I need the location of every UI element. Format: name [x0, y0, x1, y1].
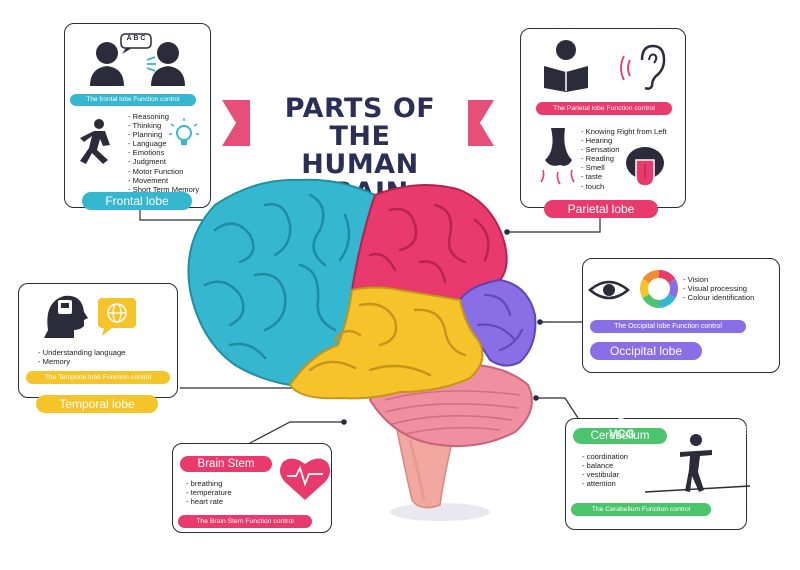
- brain-stem-function-pill: The Brain Stem Function control: [178, 515, 312, 528]
- watermark-code: VCG21306526848: [670, 425, 762, 437]
- list-item: temperature: [186, 488, 232, 497]
- parietal-function-list: Knowing Right from Left Hearing Sensatio…: [581, 127, 667, 191]
- list-item: Planning: [128, 130, 199, 139]
- cerebellum-label: Cerebellum: [573, 428, 667, 444]
- parietal-lobe-label: Parietal lobe: [544, 200, 658, 218]
- brainstem-connector-dot: [341, 419, 347, 425]
- list-item: Understanding language: [38, 348, 126, 357]
- list-item: vestibular: [582, 470, 628, 479]
- brain-shadow: [390, 503, 490, 521]
- list-item: Hearing: [581, 136, 667, 145]
- temporal-function-pill: The Temporal lobe Function control: [26, 371, 170, 384]
- list-item: Short Term Memory: [128, 185, 200, 194]
- parietal-connector: [508, 216, 601, 233]
- occipital-function-list: Vision Visual processing Colour identifi…: [683, 275, 755, 302]
- frontal-lobe-label: Frontal lobe: [82, 192, 192, 210]
- cerebellum-connector: [537, 397, 579, 419]
- title-line-1: PARTS OF THE: [284, 93, 436, 152]
- temporal-lobe-label: Temporal lobe: [36, 395, 158, 413]
- frontal-function-pill: The frontal lobe Function control: [70, 94, 196, 106]
- cerebellum-function-list: coordination balance vestibular attentio…: [582, 452, 628, 488]
- list-item: heart rate: [186, 497, 232, 506]
- list-item: coordination: [582, 452, 628, 461]
- list-item: Motor Function: [128, 167, 199, 176]
- speech-bubble-text: A B C: [126, 35, 146, 42]
- list-item: taste: [581, 172, 667, 181]
- parietal-connector-dot: [504, 229, 510, 235]
- temporal-function-list: Understanding language Memory: [38, 348, 126, 366]
- brainstem-connector: [249, 421, 343, 444]
- cerebellum-connector-dot: [533, 395, 539, 401]
- list-item: Judgment: [128, 157, 199, 166]
- list-item: touch: [581, 182, 667, 191]
- watermark-logo-text: VCG: [609, 427, 636, 441]
- list-item: Reasoning: [128, 112, 199, 121]
- list-item: Language: [128, 139, 199, 148]
- list-item: breathing: [186, 479, 232, 488]
- frontal-function-list: Reasoning Thinking Planning Language Emo…: [128, 112, 200, 194]
- list-item: Knowing Right from Left: [581, 127, 667, 136]
- list-item: balance: [582, 461, 628, 470]
- list-item: Thinking: [128, 121, 199, 130]
- occipital-lobe-shape: [458, 278, 537, 367]
- occipital-lobe-label: Occipital lobe: [590, 342, 702, 360]
- cerebellum-function-pill: The Cerabellum Function control: [571, 503, 711, 516]
- list-item: Sensation: [581, 145, 667, 154]
- list-item: Colour identification: [683, 293, 755, 302]
- list-item: Smell: [581, 163, 667, 172]
- list-item: Vision: [683, 275, 754, 284]
- list-item: attention: [582, 479, 628, 488]
- brain-stem-label: Brain Stem: [180, 456, 272, 472]
- list-item: Movement: [128, 176, 199, 185]
- parietal-function-pill: The Parietal lobe Function control: [536, 102, 672, 115]
- occipital-connector-dot: [537, 319, 543, 325]
- list-item: Visual processing: [683, 284, 754, 293]
- list-item: Memory: [38, 357, 125, 366]
- occipital-function-pill: The Occipital lobe Function control: [590, 320, 746, 333]
- brain-stem-function-list: breathing temperature heart rate: [186, 479, 232, 506]
- list-item: Emotions: [128, 148, 199, 157]
- list-item: Reading: [581, 154, 667, 163]
